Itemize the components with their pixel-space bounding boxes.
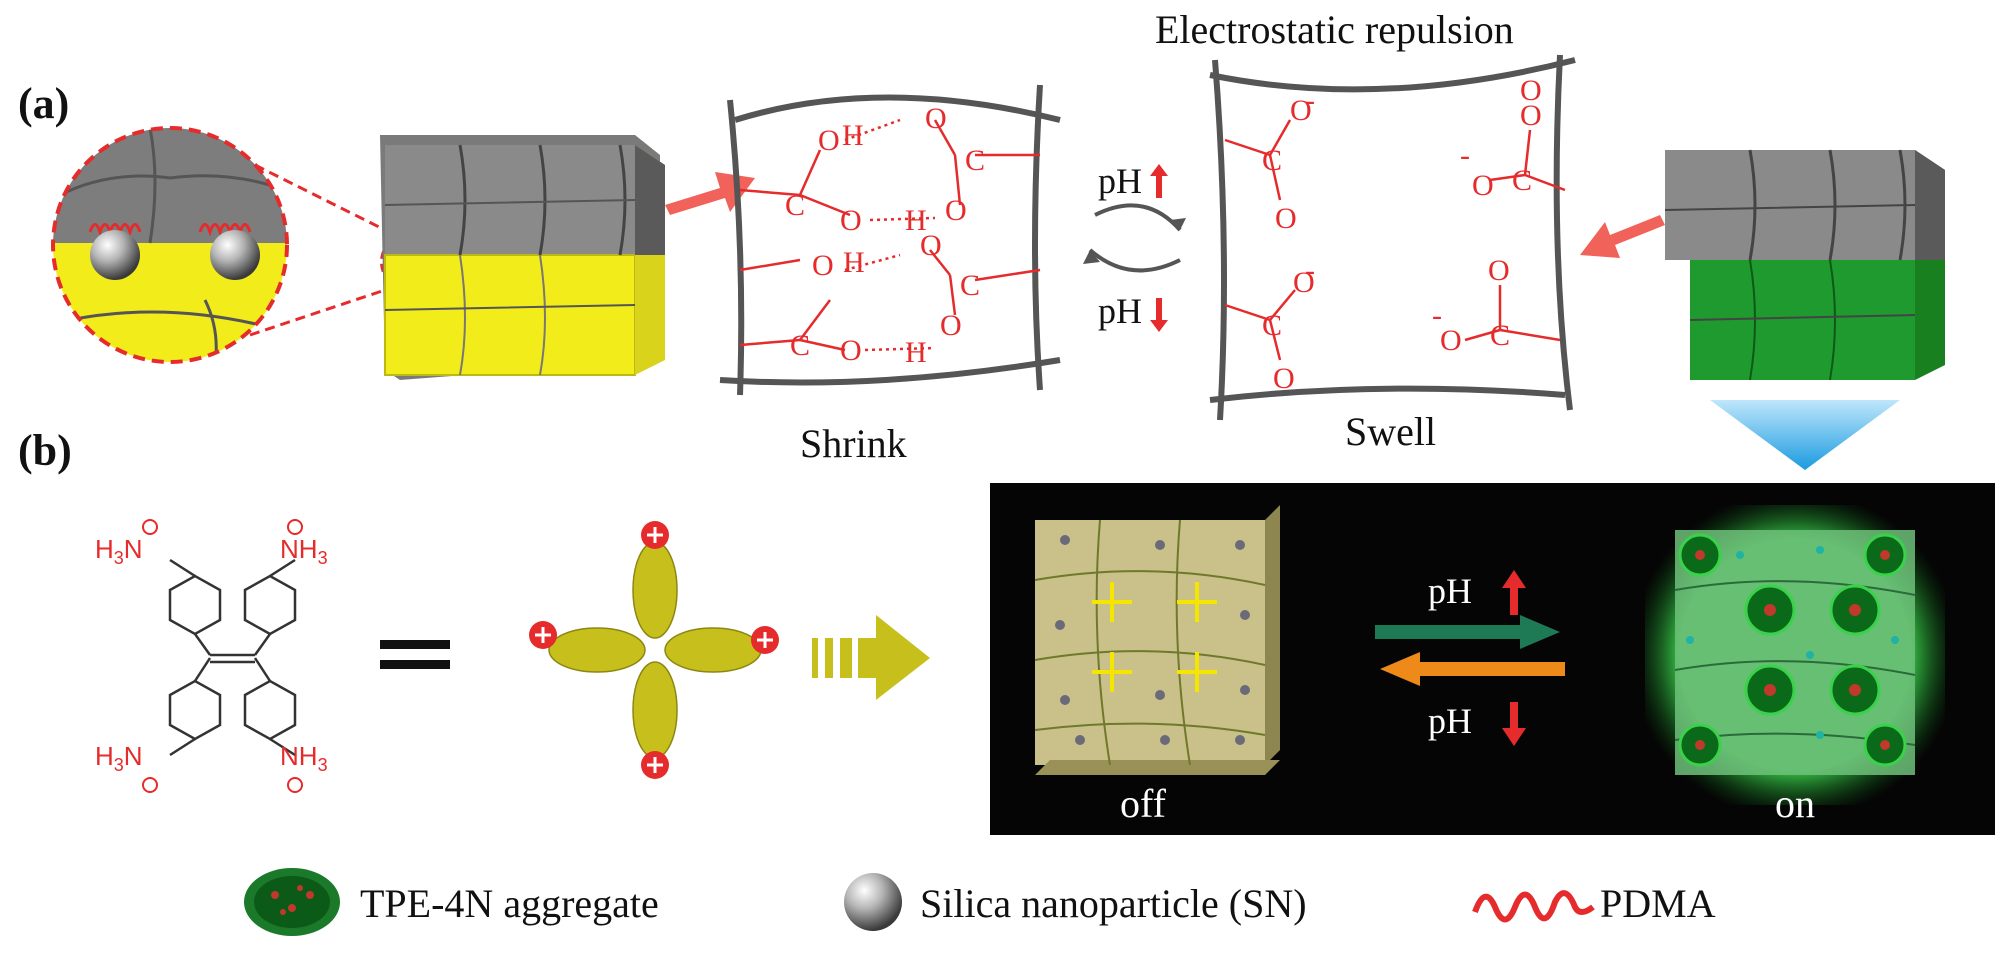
svg-text:O: O [920,229,942,262]
svg-text:O: O [818,124,840,157]
equals-sign [380,640,450,669]
plus-charges [529,521,779,779]
legend-silica-symbol [844,873,902,931]
shrink-chem [739,118,1041,352]
yellow-striped-arrow [812,615,930,700]
hydrogel-block-green [1664,149,1945,381]
legend-pdma-label: PDMA [1600,881,1716,926]
arrow-to-swell [1580,215,1665,258]
swell-chem [1224,119,1566,361]
svg-text:-: - [1460,139,1470,172]
tpe4n-amine-labels: H3N NH3 H3N NH3 [95,519,328,793]
svg-text:C: C [1490,319,1510,352]
ph-up-red-arrow [1150,164,1168,198]
svg-text:O: O [840,204,862,237]
swell-atoms: C O - O O O C O - C O - O O C O - [1262,74,1542,395]
svg-text:O: O [940,309,962,342]
swell-network [1209,54,1576,421]
legend-silica-label: Silica nanoparticle (SN) [920,881,1307,926]
arrow-to-shrink [665,172,755,215]
svg-text:H3N: H3N [95,534,143,568]
electrostatic-repulsion-label: Electrostatic repulsion [1155,7,1514,52]
legend-tpe-label: TPE-4N aggregate [360,881,659,926]
svg-text:O: O [945,194,967,227]
svg-text:H: H [842,119,864,152]
svg-text:-: - [1305,84,1315,117]
svg-text:-: - [1432,299,1442,332]
svg-text:C: C [1262,309,1282,342]
svg-text:H: H [905,204,927,237]
svg-text:O: O [1440,324,1462,357]
box-ph-up-arrow [1502,570,1526,615]
panel-b-label: (b) [18,426,72,475]
svg-text:C: C [960,269,980,302]
cycle-arrows [1088,203,1182,273]
legend-tpe-symbol [244,868,340,936]
svg-text:O: O [1273,362,1295,395]
blue-down-triangle [1710,400,1900,470]
svg-text:H: H [905,336,927,369]
ph-up-label: pH [1098,161,1142,201]
box-ph-up-label: pH [1428,571,1472,611]
swell-label: Swell [1345,409,1437,454]
magnified-circle [51,126,440,364]
svg-text:O: O [1520,74,1542,107]
svg-text:-: - [1305,254,1315,287]
svg-text:C: C [965,144,985,177]
svg-text:C: C [785,189,805,222]
svg-text:O: O [1488,254,1510,287]
legend-pdma-symbol [1472,890,1595,923]
on-label: on [1775,781,1815,826]
tpe-propeller [548,541,762,759]
box-ph-down-arrow [1502,702,1526,746]
shrink-network [719,84,1061,396]
svg-text:O: O [840,334,862,367]
ph-down-label: pH [1098,291,1142,331]
svg-text:O: O [1275,202,1297,235]
green-arrow-right [1375,615,1560,649]
on-hydrogel [1645,505,1945,805]
off-hydrogel [1034,505,1280,775]
shrink-atoms: O H O C C O H O O H O C C O H O [785,102,985,369]
svg-text:H3N: H3N [95,741,143,775]
hydrogel-block-yellow [380,135,665,380]
panel-a-label: (a) [18,79,70,128]
shrink-label: Shrink [800,421,907,466]
svg-text:C: C [1512,164,1532,197]
svg-text:C: C [1262,144,1282,177]
orange-arrow-left [1380,652,1565,686]
svg-text:O: O [1290,94,1312,127]
off-label: off [1120,781,1166,826]
tpe4n-structure [168,558,297,757]
svg-text:O: O [812,249,834,282]
svg-text:O: O [925,102,947,135]
svg-text:O: O [1293,266,1315,299]
svg-text:O: O [1472,169,1494,202]
box-ph-down-label: pH [1428,701,1472,741]
svg-text:H: H [843,246,865,279]
svg-text:NH3: NH3 [280,534,328,568]
svg-text:C: C [790,329,810,362]
ph-down-red-arrow [1150,298,1168,332]
svg-text:O: O [1520,99,1542,132]
svg-text:NH3: NH3 [280,741,328,775]
